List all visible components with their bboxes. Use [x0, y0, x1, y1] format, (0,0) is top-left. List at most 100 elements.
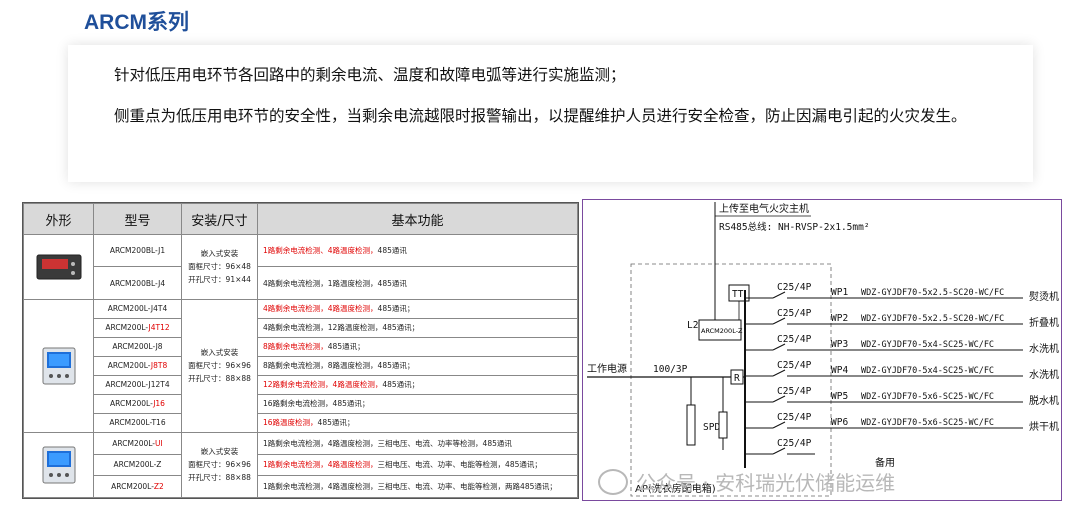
function-text: 4路剩余电流检测，1路温度检测，485通讯	[263, 278, 407, 288]
circuit-breaker-label: C25/4P	[777, 308, 812, 319]
function-text: 8路剩余电流检测，8路温度检测，485通讯；	[263, 361, 415, 371]
breaker-contact	[772, 343, 786, 351]
install-line: 嵌入式安装	[200, 348, 239, 358]
model-name: ARCM200L-	[112, 438, 156, 448]
tt-label: TT	[732, 289, 744, 300]
header-function: 基本功能	[257, 203, 578, 235]
model-name: ARCM200L-J8	[112, 342, 163, 352]
function-text: 485通讯	[377, 246, 407, 256]
function-cell: 4路剩余电流检测，4路温度检测，485通讯；	[257, 298, 578, 319]
install-line: 面框尺寸：96×48	[188, 262, 251, 272]
table-row: ARCM200BL-J4 4路剩余电流检测，1路温度检测，485通讯	[24, 266, 578, 300]
page-title: ARCM系列	[84, 11, 189, 34]
model-name: ARCM200L-J12T4	[105, 380, 170, 390]
model-suffix: UI	[155, 438, 163, 448]
table-row: ARCM200L-J16 16路剩余电流检测，485通讯；	[24, 393, 578, 414]
circuit-breaker-label: C25/4P	[777, 386, 812, 397]
circuit-id: WP5	[831, 391, 848, 402]
circuit-load: 折叠机	[1029, 316, 1059, 329]
host-label: 上传至电气火灾主机	[719, 202, 809, 215]
function-text: 1路剩余电流检测，4路温度检测，三相电压、电流、功率、电能等检测，两路485通讯…	[263, 482, 557, 492]
r-label: R	[734, 373, 740, 384]
model-cell: ARCM200L-J16	[93, 393, 182, 414]
wiring-diagram-svg: 上传至电气火灾主机 RS485总线: NH-RVSP-2x1.5mm² ARCM…	[587, 202, 1059, 497]
function-text: 三相电压、电流、功率、电能等检测，485通讯；	[377, 460, 542, 470]
bus-label: RS485总线: NH-RVSP-2x1.5mm²	[719, 221, 870, 233]
circuit-cable: WDZ-GYJDF70-5x6-SC25-WC/FC	[861, 392, 994, 402]
model-cell: ARCM200L-J8	[93, 336, 182, 357]
header-model: 型号	[93, 203, 182, 235]
header-appearance: 外形	[23, 203, 94, 235]
l2-label: L2	[687, 320, 698, 331]
function-highlight: 12路剩余电流检测，4路温度检测，	[263, 380, 383, 390]
description-box: 针对低压用电环节各回路中的剩余电流、温度和故障电弧等进行实施监测； 侧重点为低压…	[68, 45, 1033, 182]
function-highlight: 16路温度检测，	[263, 418, 318, 428]
model-suffix: J4T12	[148, 323, 170, 333]
circuit-id: WP1	[831, 287, 848, 298]
meter-device-image	[33, 346, 85, 386]
breaker-contact	[772, 317, 786, 325]
circuit-breaker-label: C25/4P	[777, 438, 812, 449]
device-label: ARCM200L-Z	[701, 327, 743, 335]
function-highlight: 1路剩余电流检测，4路温度检测，	[263, 460, 378, 470]
function-text: 1路剩余电流检测，4路温度检测，三相电压、电流、功率等检测，485通讯	[263, 438, 512, 448]
watermark-text: 公众号 · 安科瑞光伏储能运维	[636, 471, 896, 495]
main-breaker-label: 100/3P	[653, 364, 688, 375]
function-cell: 1路剩余电流检测，4路温度检测，三相电压、电流、功率、电能等检测，485通讯；	[257, 453, 578, 477]
paragraph-2: 侧重点为低压用电环节的安全性，当剩余电流越限时报警输出，以提醒维护人员进行安全检…	[114, 107, 967, 125]
circuit-breaker-label: C25/4P	[777, 282, 812, 293]
function-text: 485通讯；	[377, 304, 415, 314]
circuit-breaker-label: C25/4P	[777, 412, 812, 423]
model-name: ARCM200L-T16	[109, 418, 166, 428]
function-cell: 4路剩余电流检测，12路温度检测，485通讯；	[257, 317, 578, 338]
table-row: ARCM200L-Z2 1路剩余电流检测，4路温度检测，三相电压、电流、功率、电能…	[24, 475, 578, 498]
install-line: 嵌入式安装	[200, 447, 239, 457]
breaker-contact	[772, 369, 786, 377]
function-highlight: 1路剩余电流检测、4路温度检测，	[263, 246, 378, 256]
function-cell: 8路剩余电流检测，8路温度检测，485通讯；	[257, 355, 578, 376]
model-cell: ARCM200L-Z2	[93, 475, 182, 498]
model-cell: ARCM200L-J12T4	[93, 374, 182, 395]
model-name: ARCM200L-J4T4	[107, 304, 168, 314]
circuit-load: 脱水机	[1029, 394, 1059, 407]
function-text: 485通讯；	[327, 342, 365, 352]
circuit-load: 备用	[875, 456, 895, 469]
model-suffix: J8T8	[150, 361, 168, 371]
table-row: ARCM200L-T16 16路温度检测，485通讯；	[24, 412, 578, 433]
install-line: 嵌入式安装	[200, 249, 239, 259]
install-line: 面框尺寸：96×96	[188, 361, 251, 371]
arcm-device-box	[698, 319, 742, 341]
model-cell: ARCM200L-J4T4	[93, 298, 182, 319]
breaker-contact	[772, 291, 786, 299]
function-highlight: 4路剩余电流检测，4路温度检测，	[263, 304, 378, 314]
model-cell: ARCM200L-UI	[93, 431, 182, 455]
circuit-breaker-label: C25/4P	[777, 360, 812, 371]
breaker-contact	[772, 421, 786, 429]
function-cell: 1路剩余电流检测、4路温度检测，485通讯	[257, 233, 578, 268]
meter-device-image	[33, 445, 85, 485]
circuit-load: 熨烫机	[1029, 290, 1059, 303]
circuit-cable: WDZ-GYJDF70-5x4-SC25-WC/FC	[861, 340, 994, 350]
circuit-id: WP4	[831, 365, 848, 376]
model-suffix: J16	[153, 399, 165, 409]
install-line: 开孔尺寸：91×44	[188, 275, 251, 285]
function-highlight: 8路剩余电流检测，	[263, 342, 328, 352]
panel-label: AP(洗衣房配电箱)	[635, 482, 716, 495]
function-cell: 16路温度检测，485通讯；	[257, 412, 578, 433]
install-line: 开孔尺寸：88×88	[188, 473, 251, 483]
model-cell: ARCM200BL-J4	[93, 266, 182, 300]
circuit-breaker-label: C25/4P	[777, 334, 812, 345]
function-text: 16路剩余电流检测，485通讯；	[263, 399, 370, 409]
circuit-cable: WDZ-GYJDF70-5x6-SC25-WC/FC	[861, 418, 994, 428]
function-cell: 1路剩余电流检测，4路温度检测，三相电压、电流、功率、电能等检测，两路485通讯…	[257, 475, 578, 498]
model-suffix: Z2	[153, 482, 164, 492]
meter-device-image	[33, 247, 85, 287]
circuit-load: 水洗机	[1029, 342, 1059, 355]
circuit-load: 烘干机	[1029, 420, 1059, 433]
circuit-id: WP2	[831, 313, 848, 324]
model-cell: ARCM200L-J8T8	[93, 355, 182, 376]
